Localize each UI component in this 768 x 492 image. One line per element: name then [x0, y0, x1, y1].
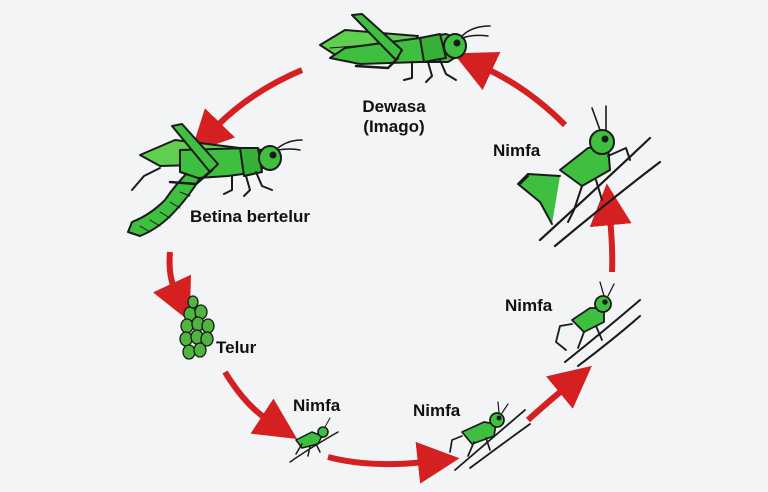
nymph-1-illustration — [289, 417, 339, 463]
arrow-female-to-eggs — [152, 251, 191, 322]
label-female-laying: Betina bertelur — [190, 207, 310, 226]
label-nymph-4: Nimfa — [493, 141, 541, 160]
label-nymph-1: Nimfa — [293, 396, 341, 415]
nymph-3-illustration — [555, 281, 641, 367]
nymph-4-illustration — [517, 105, 662, 248]
arrow-nymph2-to-nymph3 — [525, 365, 592, 423]
label-adult-line2: (Imago) — [363, 117, 425, 136]
arrow-nymph1-to-nymph2 — [327, 441, 460, 484]
label-nymph-3: Nimfa — [505, 296, 553, 315]
cycle-arrows — [152, 51, 632, 484]
arrow-nymph3-to-nymph4 — [589, 183, 632, 273]
label-nymph-2: Nimfa — [413, 401, 461, 420]
arrow-adult-to-female — [190, 67, 304, 153]
arrow-eggs-to-nymph1 — [222, 370, 298, 440]
adult-grasshopper-illustration — [319, 13, 491, 83]
label-adult-line1: Dewasa — [362, 97, 426, 116]
label-adult: Dewasa (Imago) — [344, 97, 444, 137]
nymph-2-illustration — [449, 401, 531, 471]
egg-cluster-illustration — [179, 295, 215, 360]
female-grasshopper-illustration — [127, 123, 303, 237]
label-eggs: Telur — [216, 338, 257, 357]
arrow-nymph4-to-adult — [453, 51, 568, 128]
